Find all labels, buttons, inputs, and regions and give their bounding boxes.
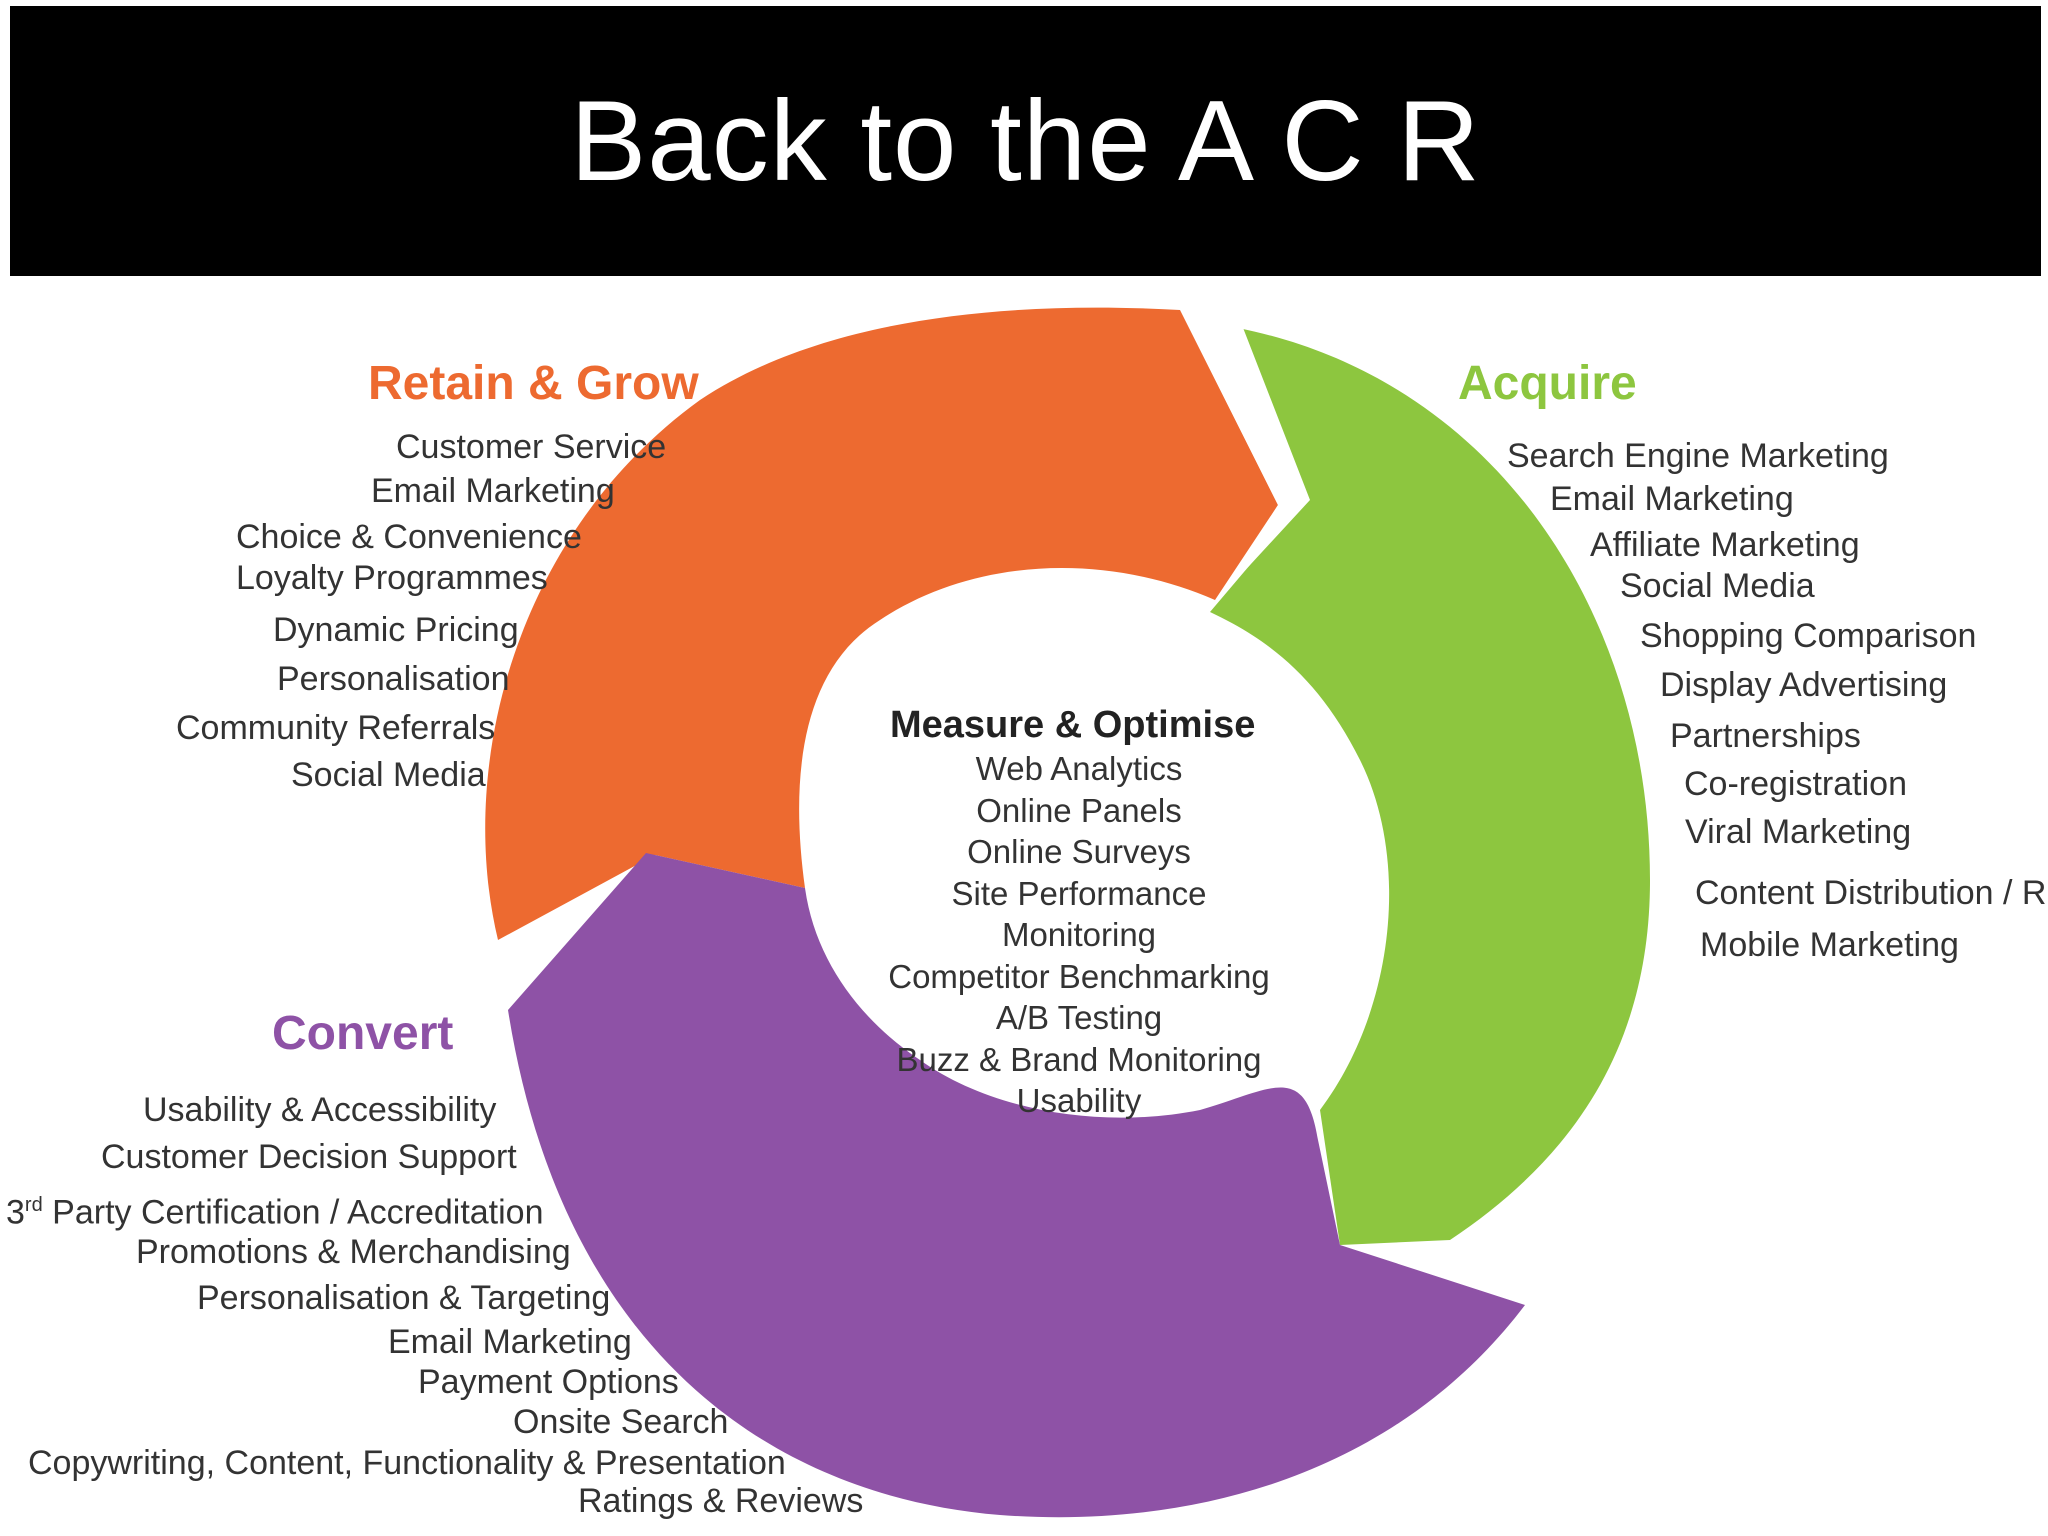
acquire-arrow-segment [1210, 328, 1650, 1245]
retain-item: Loyalty Programmes [236, 559, 548, 597]
acquire-heading: Acquire [1458, 357, 1637, 410]
retain-item: Community Referrals [176, 709, 496, 747]
center-item: Usability [1016, 1082, 1142, 1119]
convert-item: Payment Options [418, 1363, 679, 1401]
acquire-item: Content Distribution / RS [1695, 874, 2048, 912]
convert-item: Promotions & Merchandising [136, 1233, 571, 1271]
retain-item: Email Marketing [371, 472, 615, 510]
retain-arrow-notch [1178, 305, 1310, 603]
center-item: Web Analytics [975, 750, 1183, 787]
convert-arrow-segment [508, 853, 1525, 1518]
retain-arrow-segment [485, 307, 1278, 940]
center-item: Site Performance [951, 874, 1207, 912]
retain-item: Choice & Convenience [236, 518, 582, 556]
acquire-item: Co-registration [1684, 765, 1907, 803]
retain-item: Personalisation [277, 660, 510, 698]
center-item: Online Panels [976, 791, 1182, 829]
center-list: Web Analytics Online Panels Online Surve… [838, 748, 1320, 1122]
convert-item: Onsite Search [513, 1403, 729, 1441]
acquire-item: Partnerships [1670, 717, 1861, 755]
convert-item: Email Marketing [388, 1323, 632, 1361]
convert-item-certification: 3rd Party Certification / Accreditation [6, 1193, 544, 1232]
convert-item: Copywriting, Content, Functionality & Pr… [28, 1444, 786, 1482]
title-bar: Back to the A C R [10, 6, 2041, 276]
convert-item: Customer Decision Support [101, 1138, 517, 1176]
acquire-item: Mobile Marketing [1700, 926, 1959, 964]
retain-item: Dynamic Pricing [273, 611, 519, 649]
slide-title: Back to the A C R [570, 77, 1481, 205]
acquire-item: Viral Marketing [1685, 813, 1912, 851]
convert-item: Usability & Accessibility [143, 1091, 497, 1129]
acquire-item: Affiliate Marketing [1590, 526, 1860, 564]
center-item: Online Surveys [967, 833, 1191, 870]
center-heading: Measure & Optimise [890, 704, 1256, 746]
retain-item: Social Media [291, 756, 486, 794]
center-item: Competitor Benchmarking [888, 957, 1270, 995]
convert-item: Personalisation & Targeting [197, 1279, 611, 1317]
center-item: A/B Testing [995, 999, 1163, 1036]
acquire-item: Social Media [1620, 567, 1815, 605]
acquire-item: Search Engine Marketing [1507, 437, 1889, 475]
acquire-item: Email Marketing [1550, 480, 1794, 518]
convert-item: Ratings & Reviews [578, 1482, 864, 1520]
retain-heading: Retain & Grow [368, 357, 699, 410]
center-item: Buzz & Brand Monitoring [896, 1040, 1262, 1078]
acquire-item: Shopping Comparison [1640, 617, 1977, 655]
retain-item: Customer Service [396, 428, 667, 466]
center-item: Monitoring [1001, 916, 1157, 953]
acquire-item: Display Advertising [1660, 666, 1948, 704]
convert-heading: Convert [272, 1007, 454, 1060]
